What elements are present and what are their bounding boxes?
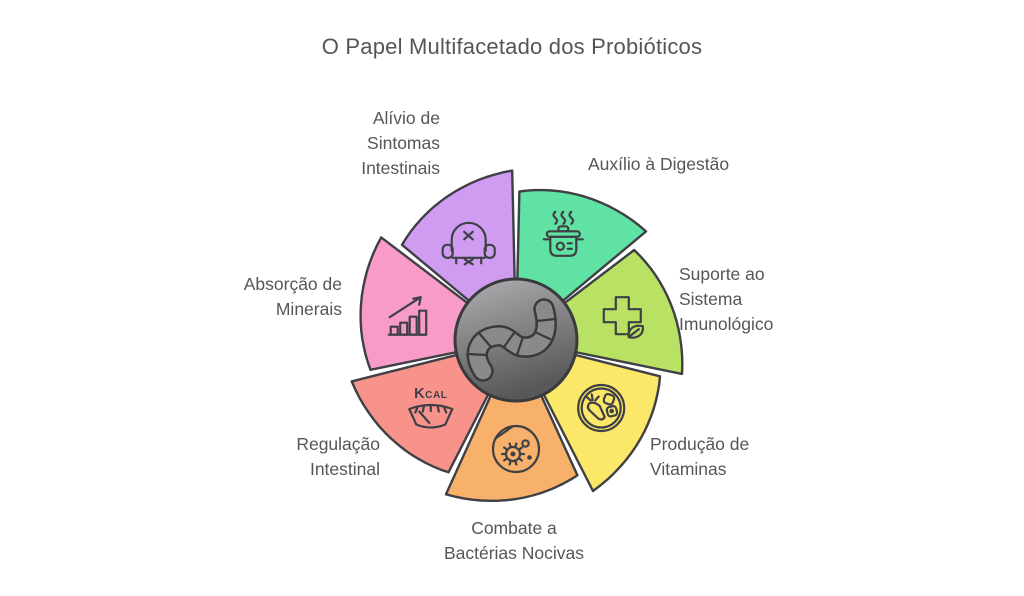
label-absorcao-minerais: Absorção de Minerais — [243, 274, 342, 319]
cooking-pot-icon — [542, 210, 584, 257]
label-alivio-sintomas: Alívio de Sintomas Intestinais — [361, 108, 440, 178]
petal-combate-bacterias — [444, 338, 579, 502]
probiotic-worm-icon — [466, 298, 557, 382]
vitamins-carrot-icon — [577, 383, 626, 433]
label-suporte-imunologico: Suporte ao Sistema Imunológico — [679, 264, 774, 334]
label-auxilio-digestao: Auxílio à Digestão — [588, 154, 730, 174]
kcal-text: Kcal — [414, 386, 447, 402]
icons-layer: Kcal — [387, 210, 644, 474]
center-circle — [453, 277, 579, 403]
label-regulacao-intestinal: Regulação Intestinal — [296, 434, 380, 479]
kcal-gauge-icon: Kcal — [408, 386, 454, 429]
label-combate-bacterias: Combate a Bactérias Nocivas — [443, 518, 585, 563]
armchair-icon — [441, 221, 496, 266]
medical-cross-leaf-icon — [602, 296, 644, 339]
page-title: O Papel Multifacetado dos Probióticos — [321, 34, 703, 59]
label-producao-vitaminas: Produção de Vitaminas — [650, 434, 750, 479]
petri-dish-bacteria-icon — [491, 424, 541, 474]
growth-chart-icon — [387, 296, 428, 336]
